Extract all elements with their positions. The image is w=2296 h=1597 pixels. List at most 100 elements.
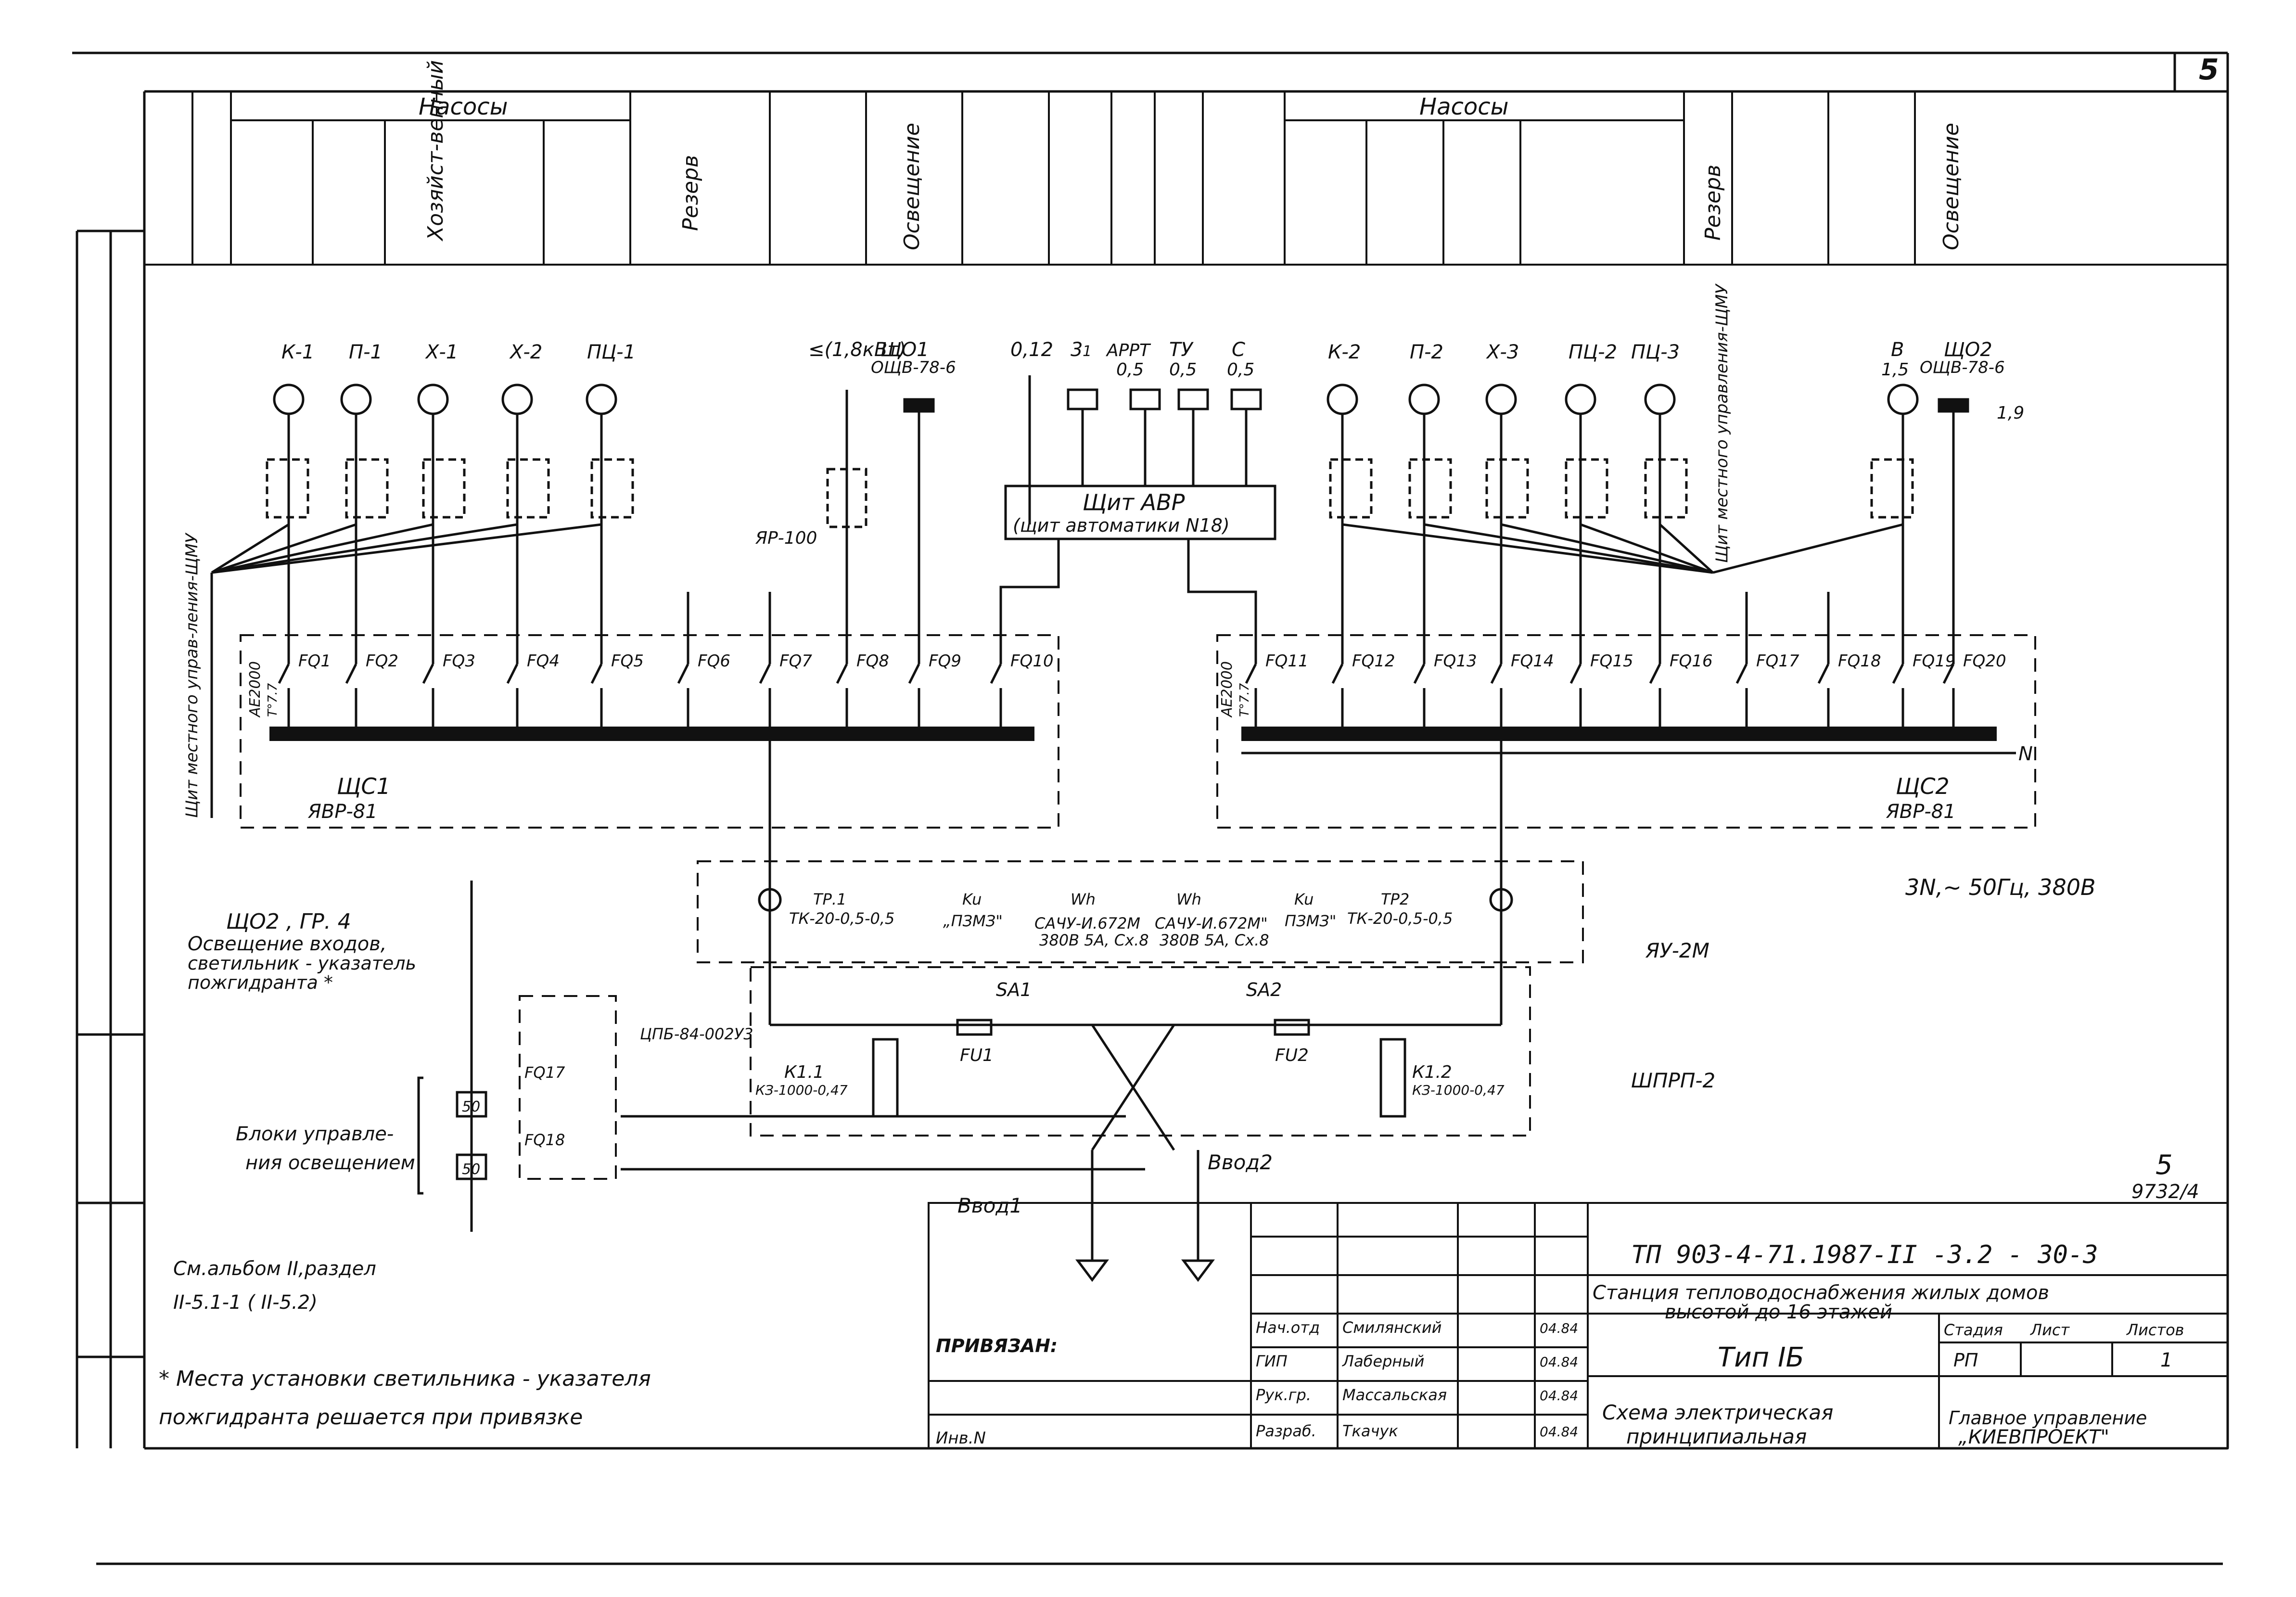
stage-value: РП (1953, 1350, 1978, 1371)
drawing-title-1: Станция тепловодоснабжения жилых домов (1593, 1282, 2049, 1304)
power-012: 0,12 (1010, 339, 1053, 361)
col-household: Хозяйст-венный (423, 60, 448, 242)
control-block-1: 50 (462, 1099, 480, 1115)
s-value: 0,5 (1227, 360, 1254, 380)
load-pc3: ПЦ-3 (1631, 341, 1680, 363)
tr1-type: ТК-20-0,5-0,5 (789, 909, 894, 928)
control-block-2: 50 (462, 1161, 480, 1178)
load-p1: П-1 (349, 341, 383, 363)
shch02-type: ОЩВ-78-6 (1920, 358, 2005, 377)
contactor-k12: К1.2 (1412, 1062, 1452, 1082)
lighting-line2: светильник - указатель (188, 953, 416, 974)
fuse-fu1: FU1 (960, 1046, 994, 1065)
col-reserve: Резерв (678, 155, 703, 231)
breaker-fq16: FQ16 (1670, 652, 1713, 671)
wh-right: Wh (1176, 890, 1201, 908)
ae2000-right-sub: Т°7.7 (1237, 683, 1252, 717)
breaker-fq10: FQ10 (1010, 652, 1054, 671)
pumps-left-label: Насосы (419, 93, 508, 120)
lighting-group: ЩО2 , ГР. 4 (226, 909, 351, 934)
org-2: „КИЕВПРОЕКТ" (1958, 1426, 2109, 1448)
busbars (269, 727, 2016, 754)
busbar-right (1241, 727, 1997, 741)
sheets-value: 1 (2160, 1349, 2172, 1371)
col-lighting-right: Освещение (1939, 123, 1964, 250)
meter-left-type: САЧУ-И.672М (1034, 914, 1140, 933)
footnote-1: * Места установки светильника - указател… (159, 1367, 651, 1391)
yau2m-label: ЯУ-2М (1645, 939, 1709, 962)
role-4: Разраб. (1256, 1422, 1316, 1440)
shch01-type: ОЩВ-78-6 (871, 358, 956, 377)
contactor-k12-type: КЗ-1000-0,47 (1412, 1082, 1505, 1098)
breaker-fq9: FQ9 (929, 652, 961, 671)
right-motor-feeders (1327, 383, 1919, 664)
local-control-left: Щит местного управ-ления-ЩМУ (182, 532, 202, 818)
doc-type-2: принципиальная (1626, 1425, 1807, 1448)
local-control-right: Щит местного управления-ЩМУ (1712, 283, 1732, 563)
input-1: Ввод1 (957, 1194, 1022, 1217)
col-lighting: Освещение (900, 123, 924, 250)
page-mark-2: 9732/4 (2131, 1181, 2199, 1203)
breaker-fq6: FQ6 (698, 652, 730, 671)
shch02-label: ЩО2 (1944, 339, 1992, 361)
title-block (928, 1202, 2229, 1449)
lighting-line3: пожгидранта * (188, 972, 333, 993)
power-3: 3 (1071, 339, 1083, 361)
doc-type-1: Схема электрическая (1602, 1401, 1833, 1424)
neutral-label: N (2018, 743, 2033, 765)
dashed-enclosures (240, 634, 2036, 1180)
name-3: Массальская (1342, 1386, 1447, 1404)
breaker-fq14: FQ14 (1511, 652, 1554, 671)
contactor-k11: К1.1 (784, 1062, 824, 1082)
ku-right: Ku (1294, 890, 1314, 908)
ae2000-left: АЕ2000 (247, 661, 264, 718)
v-value: 1,5 (1881, 360, 1909, 380)
role-1: Нач.отд (1256, 1318, 1320, 1337)
album-ref-1: См.альбом II,раздел (173, 1258, 376, 1280)
inv-label: Инв.N (936, 1429, 986, 1448)
meter-left-sub: 380В 5А, Сх.8 (1039, 931, 1149, 949)
middle-feeders (687, 375, 1969, 1026)
load-x2: Х-2 (509, 341, 542, 363)
breaker-fq4: FQ4 (527, 652, 560, 671)
load-k1: К-1 (281, 341, 314, 363)
tr1-label: ТР.1 (813, 890, 846, 908)
busbar-left (269, 727, 1034, 741)
load-pc2: ПЦ-2 (1569, 341, 1617, 363)
date-3: 04.84 (1540, 1388, 1578, 1404)
load-x3: Х-3 (1486, 341, 1519, 363)
sheet-number: 5 (2199, 53, 2219, 87)
role-2: ГИП (1256, 1352, 1288, 1370)
fuse-fu2: FU2 (1275, 1046, 1309, 1065)
left-motor-feeders (210, 383, 634, 818)
s-label: С (1232, 339, 1245, 361)
load-x1: Х-1 (425, 341, 458, 363)
contactor-k11-type: КЗ-1000-0,47 (755, 1082, 848, 1098)
switch-sa2: SA2 (1246, 979, 1282, 1000)
breaker-fq8: FQ8 (856, 652, 889, 671)
ae2000-right: АЕ2000 (1219, 661, 1236, 718)
breaker-fq3: FQ3 (443, 652, 475, 671)
tr2-label: ТР2 (1381, 890, 1409, 908)
drawing-type: Тип IБ (1718, 1342, 1804, 1373)
power-19: 1,9 (1997, 403, 2024, 423)
date-1: 04.84 (1540, 1320, 1578, 1336)
date-2: 04.84 (1540, 1354, 1578, 1370)
breaker-fq20: FQ20 (1963, 652, 2006, 671)
v-label: В (1891, 339, 1904, 361)
welder-power: ≤(1,8кВт) (808, 339, 906, 361)
sheets-header: Листов (2126, 1321, 2184, 1339)
pumps-right-label: Насосы (1419, 93, 1509, 120)
pzm-right: ПЗМЗ" (1285, 912, 1336, 930)
header-table (144, 91, 2228, 266)
arrt-value: 0,5 (1116, 360, 1144, 380)
breaker-ticks (278, 663, 1955, 727)
name-1: Смилянский (1342, 1318, 1441, 1337)
power-3-sub: 1 (1083, 343, 1092, 360)
meter-right-sub: 380В 5А, Сх.8 (1160, 931, 1269, 949)
pzm-left: „ПЗМЗ" (943, 912, 1003, 930)
breaker-fq11: FQ11 (1265, 652, 1309, 671)
breaker-fq15: FQ15 (1590, 652, 1633, 671)
footnote-2: пожгидранта решается при привязке (159, 1405, 583, 1430)
